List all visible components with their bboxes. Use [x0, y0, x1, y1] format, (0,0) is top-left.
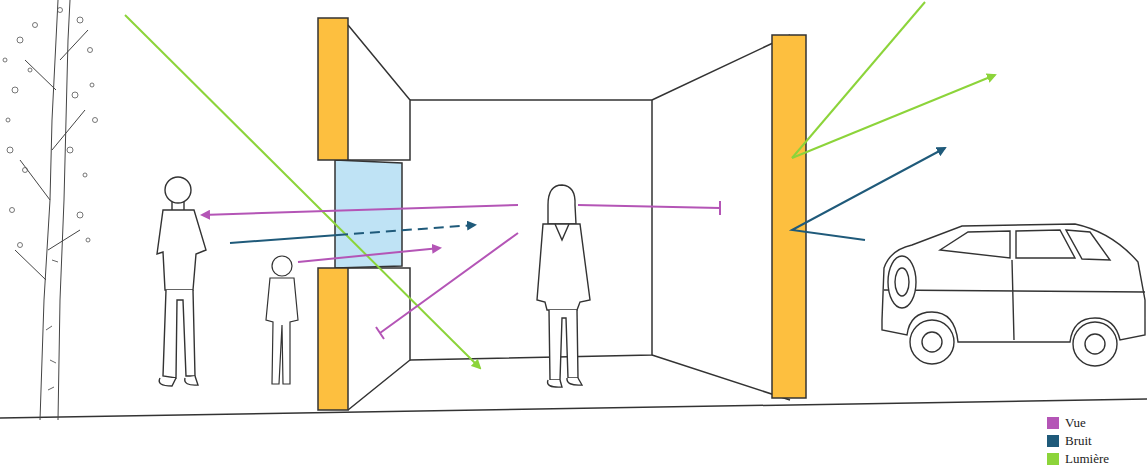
noise-line — [230, 235, 338, 243]
legend-item: Lumière — [1047, 450, 1109, 468]
legend-text: Vue — [1065, 415, 1086, 431]
legend-swatch — [1047, 417, 1059, 429]
light-ray — [792, 2, 925, 158]
view-line — [298, 248, 440, 262]
right-wall — [652, 35, 790, 400]
legend-item: Bruit — [1047, 432, 1109, 450]
legend-text: Lumière — [1065, 451, 1109, 467]
left-wall-side — [348, 25, 410, 160]
wall-section — [772, 35, 806, 398]
ground-line — [0, 399, 1147, 418]
woman — [537, 185, 590, 387]
wall-section — [318, 18, 348, 160]
legend-text: Bruit — [1065, 433, 1092, 449]
car — [882, 224, 1145, 366]
light-ray — [792, 75, 995, 158]
man — [157, 177, 206, 386]
legend: VueBruitLumière — [1047, 414, 1109, 468]
tree — [15, 0, 88, 420]
legend-swatch — [1047, 435, 1059, 447]
wall-section — [318, 268, 348, 410]
view-line-blocked — [578, 201, 720, 215]
legend-item: Vue — [1047, 414, 1109, 432]
child — [266, 256, 298, 384]
back-wall — [410, 100, 652, 360]
noise-line — [338, 225, 475, 235]
view-line-blocked — [376, 233, 518, 339]
legend-swatch — [1047, 453, 1059, 465]
view-line — [202, 205, 518, 215]
noise-line — [792, 148, 945, 240]
tree-foliage — [3, 8, 98, 248]
light-ray — [125, 15, 480, 368]
